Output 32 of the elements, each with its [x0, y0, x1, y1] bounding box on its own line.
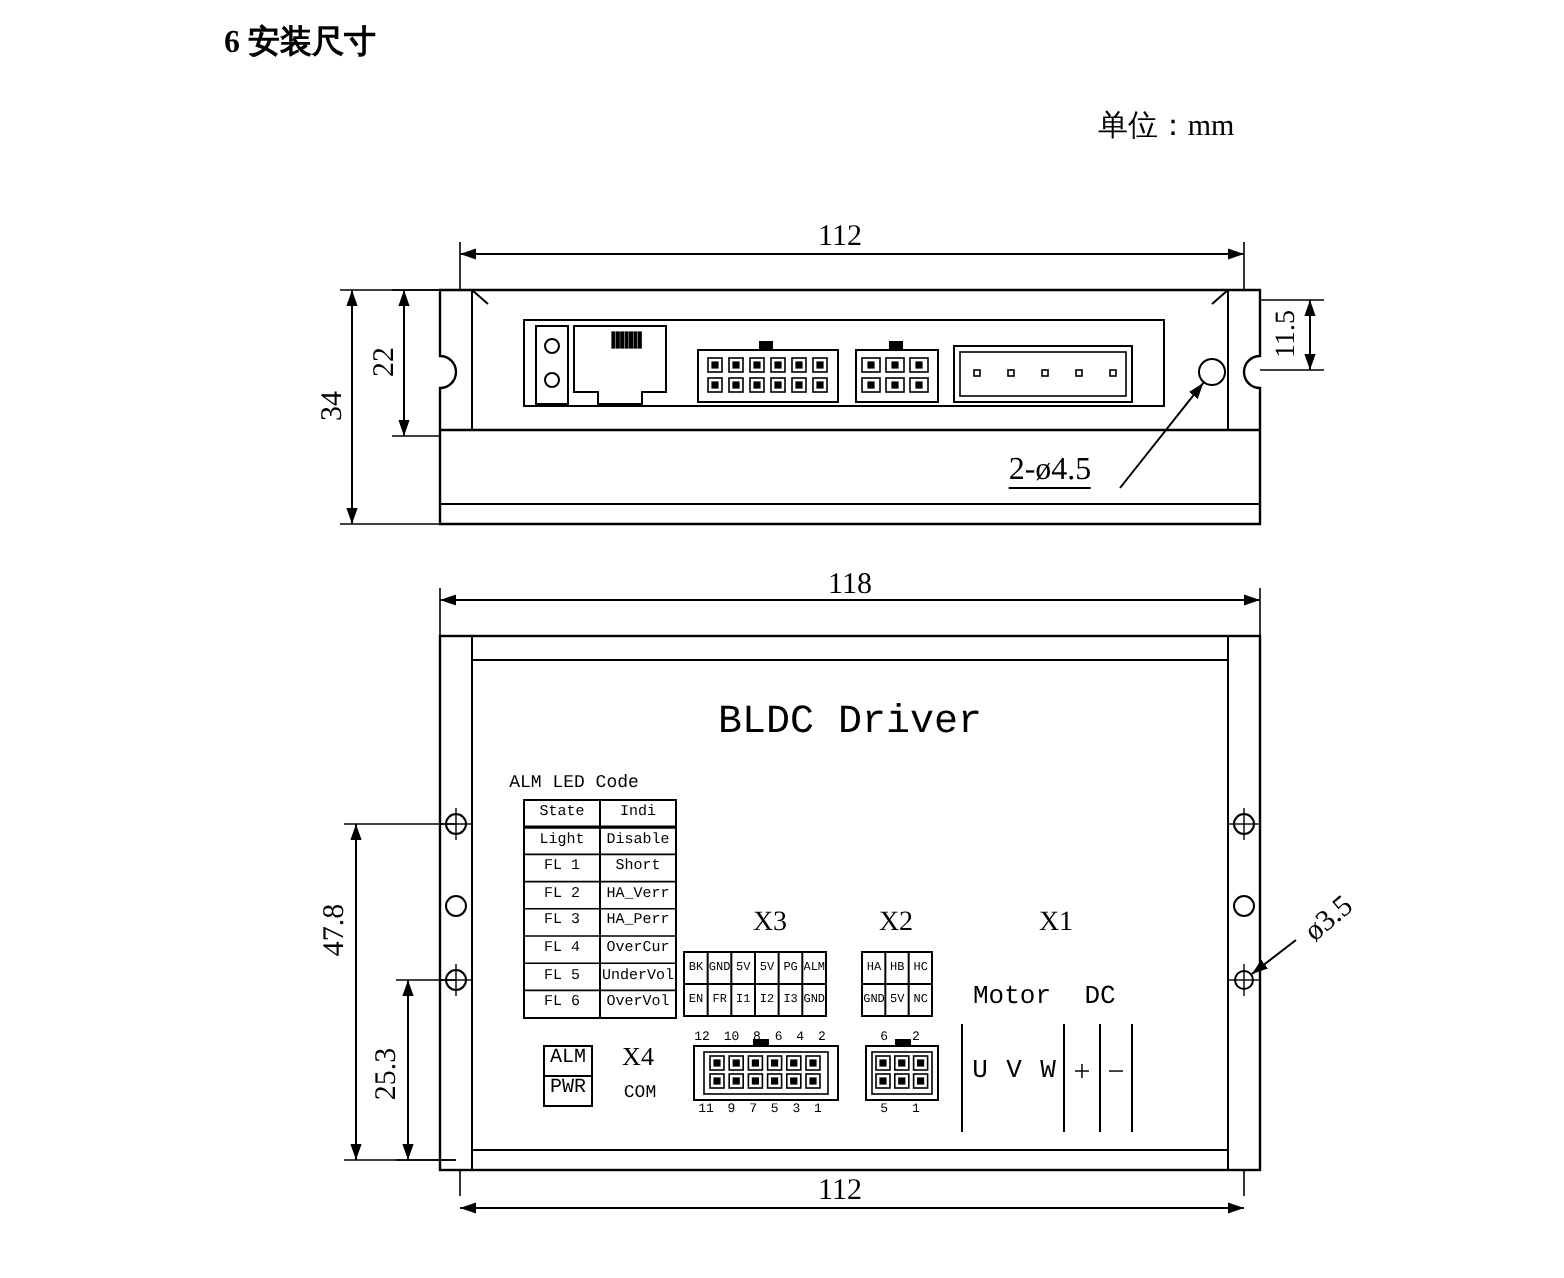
dimension-value: 112: [818, 1177, 862, 1207]
terminal-label: U: [972, 1057, 988, 1083]
mounting-hole: [1198, 358, 1226, 386]
connector-label: X2: [878, 910, 914, 938]
mounting-hole: [1234, 970, 1254, 990]
dimension-value: 25.3: [373, 1047, 403, 1101]
dimension-value: 47.8: [321, 903, 351, 957]
connector-label: X3: [752, 910, 788, 938]
connector-label: X4: [622, 1043, 654, 1069]
callout-text: ø3.5: [1300, 891, 1360, 949]
dimension-value: 22: [371, 347, 401, 377]
table-title: ALM LED Code: [509, 775, 639, 793]
indicator-label: PWR: [550, 1080, 586, 1100]
terminal-label: +: [1073, 1059, 1091, 1089]
device-title: BLDC Driver: [717, 704, 983, 744]
terminal-label: Motor: [973, 983, 1051, 1009]
dimension-value: 34: [319, 391, 349, 421]
indicator-label: ALM: [550, 1050, 586, 1070]
leader-line: [1250, 939, 1297, 975]
terminal-label: W: [1040, 1057, 1056, 1083]
terminal-label: V: [1006, 1057, 1022, 1083]
terminal-label: −: [1107, 1059, 1125, 1089]
section-title: 6 安装尺寸: [224, 28, 376, 60]
dimension-value: 11.5: [1274, 310, 1302, 358]
leader-line: [1119, 381, 1205, 489]
unit-note: 单位：mm: [1097, 113, 1235, 143]
dimension-value: 118: [828, 571, 872, 601]
connector-label: COM: [623, 1085, 657, 1103]
terminal-label: DC: [1084, 983, 1116, 1009]
connector-label: X1: [1038, 910, 1074, 938]
callout-text: 2-ø4.5: [1008, 455, 1092, 489]
dimension-value: 112: [818, 223, 862, 253]
